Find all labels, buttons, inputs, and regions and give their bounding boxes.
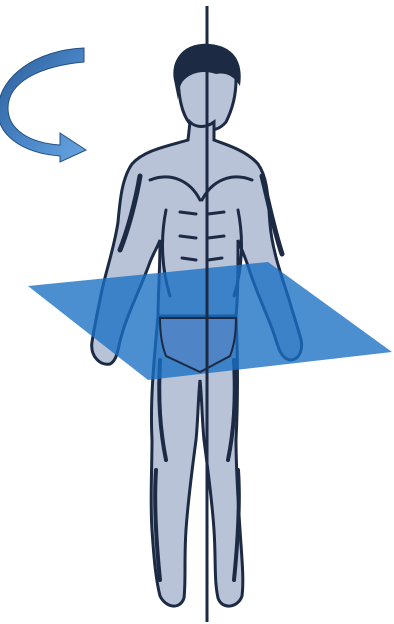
curved-rotation-arrow-icon <box>0 48 86 162</box>
